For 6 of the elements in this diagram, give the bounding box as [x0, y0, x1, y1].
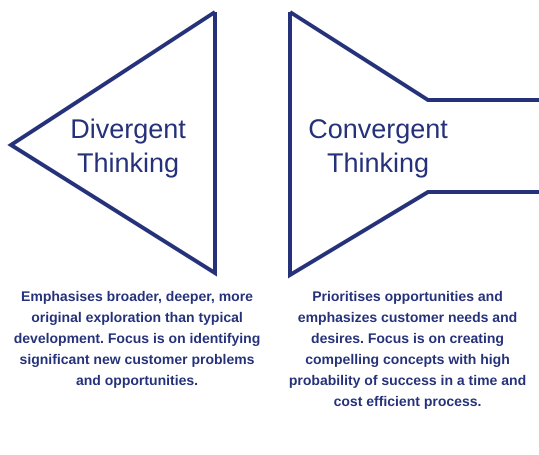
heading-text: Divergent Thinking: [69, 113, 187, 180]
funnel-shape: [288, 10, 539, 278]
description-text: Prioritises opportunities and emphasizes customer needs and desires. Focus is on creating compelling concepts with high probability of success in a time and cost efficient process.: [288, 287, 528, 411]
description-text: Emphasises broader, deeper, more original exploration than typical development. Focus is on identifying significant new customer problems and opportunities.: [12, 287, 262, 390]
left-pointing-triangle: [8, 10, 218, 276]
heading-text: Convergent Thinking: [307, 113, 449, 180]
